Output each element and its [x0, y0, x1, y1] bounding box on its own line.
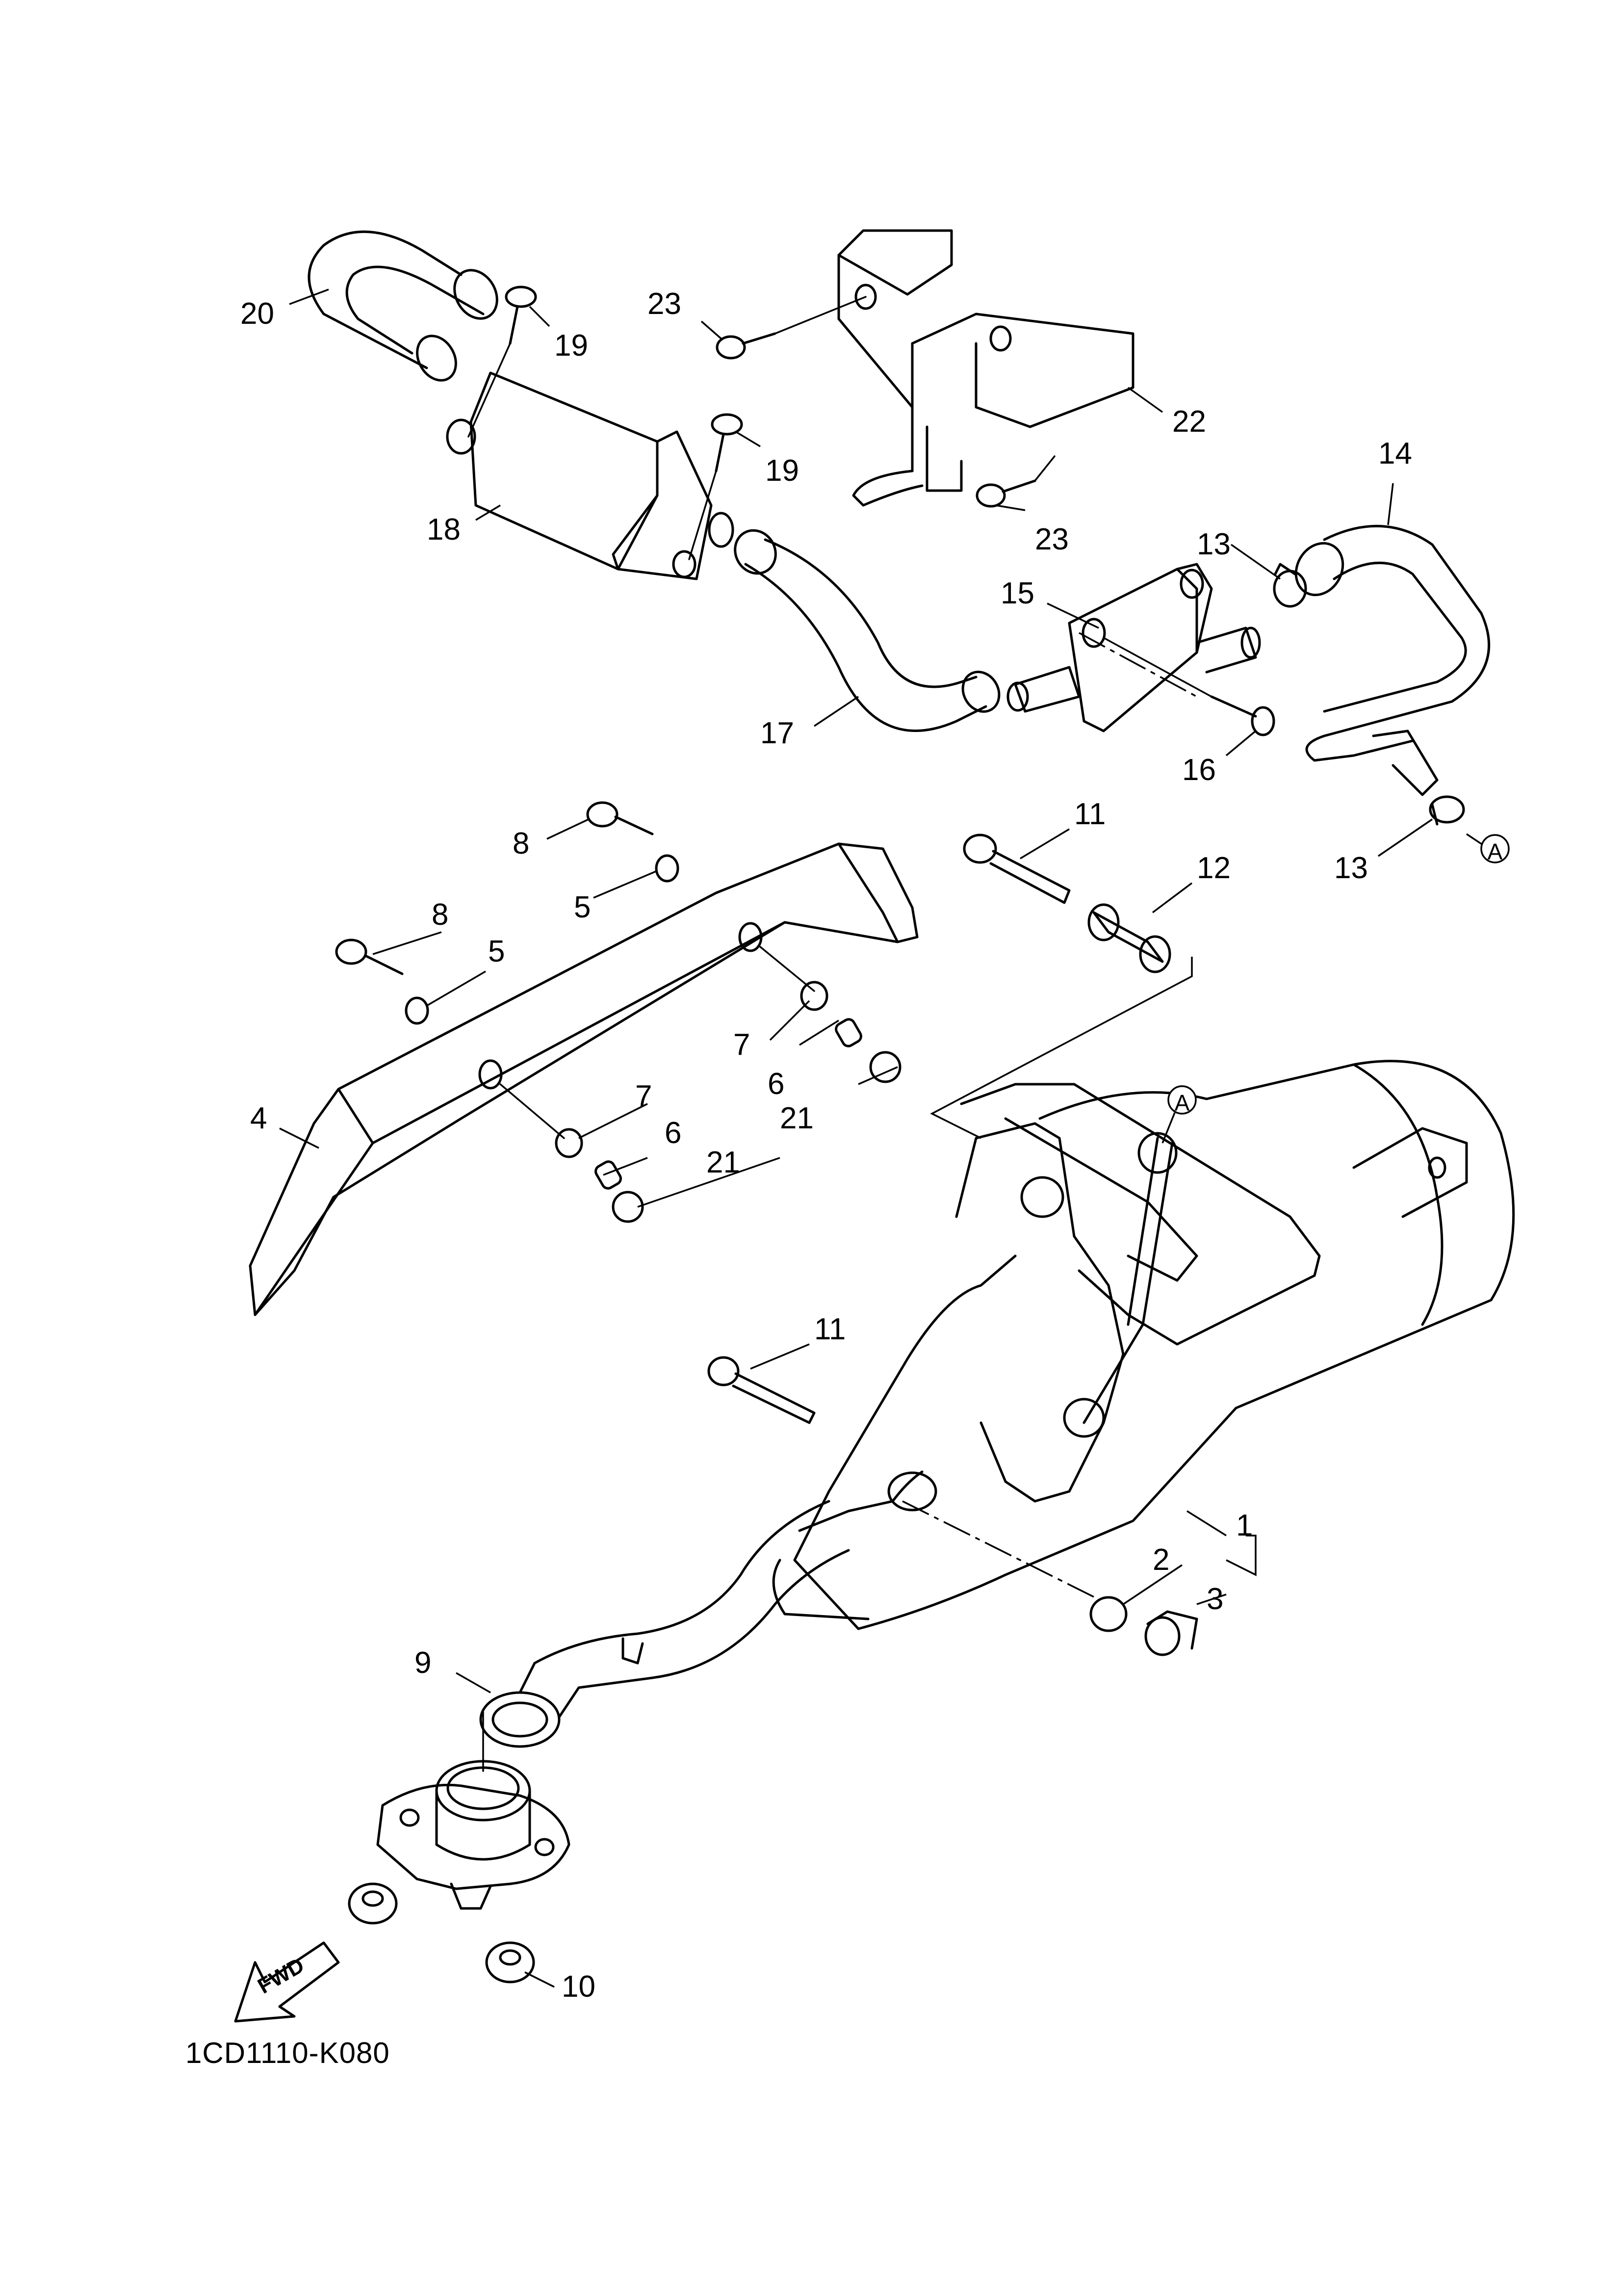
- part-8-bolt-lower: [335, 939, 404, 975]
- part-21-damper-right: [869, 1051, 902, 1083]
- part-9-gasket: [479, 1691, 561, 1748]
- callout-5-lower: 5: [488, 935, 505, 968]
- callout-13-lower: 13: [1334, 851, 1368, 885]
- part-2-gasket: [1089, 1596, 1128, 1632]
- callout-21-left: 21: [706, 1146, 740, 1179]
- part-23-bolt-lower: [976, 455, 1056, 508]
- callout-5-upper: 5: [574, 890, 591, 924]
- assembly-line-12-to-muffler: [930, 957, 1193, 1139]
- callout-12: 12: [1197, 851, 1231, 885]
- part-18-canister: [446, 371, 734, 580]
- part-21-damper-left: [612, 1191, 644, 1223]
- ref-marker-a-upper: A: [1466, 833, 1510, 864]
- callout-19-lower: 19: [765, 454, 799, 488]
- part-12-collar: [1087, 903, 1171, 973]
- axis-line-15-16: [1079, 632, 1197, 698]
- callout-7-right: 7: [733, 1028, 750, 1062]
- part-1-muffler: [772, 1060, 1515, 1630]
- callout-23-lower: 23: [1035, 522, 1069, 556]
- ref-marker-a-lower: A: [1161, 1085, 1197, 1144]
- callout-2: 2: [1153, 1543, 1169, 1577]
- part-8-bolt-upper: [586, 801, 654, 835]
- part-10-nut-right: [485, 1941, 535, 1983]
- callout-11-lower: 11: [814, 1312, 846, 1346]
- svg-text:A: A: [1175, 1090, 1190, 1116]
- part-10-nut-left: [348, 1882, 398, 1925]
- callout-18: 18: [427, 513, 461, 547]
- part-23-bolt-upper: [716, 296, 867, 360]
- part-20-hose: [308, 230, 498, 382]
- callout-4: 4: [250, 1101, 267, 1135]
- part-7-grommet-right: [800, 981, 828, 1011]
- part-13-clamp-upper: [1273, 563, 1307, 608]
- part-13-clamp-lower: [1429, 795, 1465, 826]
- callout-10: 10: [562, 1970, 595, 2004]
- fwd-direction-arrow: FWD: [234, 1941, 340, 2023]
- callout-6-right: 6: [768, 1067, 784, 1101]
- part-3-collar: [1144, 1610, 1198, 1656]
- exhaust-pipe: [518, 1500, 850, 1719]
- callout-17: 17: [760, 716, 794, 750]
- callout-14: 14: [1378, 437, 1412, 470]
- callout-8-lower: 8: [432, 898, 448, 932]
- part-6-collar-left: [594, 1160, 622, 1190]
- callout-22: 22: [1172, 405, 1206, 439]
- diagram-code: 1CD1110-K080: [185, 2036, 390, 2069]
- callout-leaders: [279, 288, 1433, 1988]
- part-11-bolt-lower: [707, 1356, 1099, 1600]
- part-16-screw: [1103, 637, 1275, 736]
- callout-13-upper: 13: [1197, 527, 1231, 561]
- callout-7-left: 7: [635, 1079, 652, 1113]
- part-11-bolt-upper: [963, 834, 1071, 904]
- callout-3: 3: [1207, 1582, 1223, 1616]
- part-4-heat-shield: [249, 842, 919, 1316]
- exhaust-flange: [376, 1711, 570, 1910]
- part-15-valve: [1006, 563, 1261, 732]
- svg-text:A: A: [1488, 839, 1503, 864]
- callout-8-upper: 8: [513, 827, 529, 861]
- part-19-screw-lower: [688, 413, 743, 560]
- part-5-washer-upper: [655, 854, 679, 883]
- part-22-bracket: [837, 229, 1134, 507]
- callout-6-left: 6: [665, 1116, 681, 1150]
- part-6-collar-right: [835, 1018, 862, 1047]
- callout-11-upper: 11: [1074, 797, 1106, 831]
- part-17-hose: [734, 529, 1001, 732]
- part-7-grommet-left: [555, 1128, 583, 1158]
- callout-15: 15: [1001, 576, 1034, 610]
- callout-23-upper: 23: [647, 287, 681, 321]
- part-5-washer-lower: [405, 996, 429, 1025]
- part-9-gasket-inner: [491, 1701, 548, 1738]
- callout-19-upper: 19: [554, 329, 588, 363]
- callout-9: 9: [414, 1646, 431, 1680]
- callout-1: 1: [1236, 1509, 1253, 1542]
- callout-20: 20: [240, 297, 274, 331]
- part-19-screw-upper: [467, 286, 537, 438]
- callout-16: 16: [1182, 753, 1216, 787]
- callout-21-right: 21: [780, 1101, 814, 1135]
- part-14-hose: [1294, 524, 1491, 796]
